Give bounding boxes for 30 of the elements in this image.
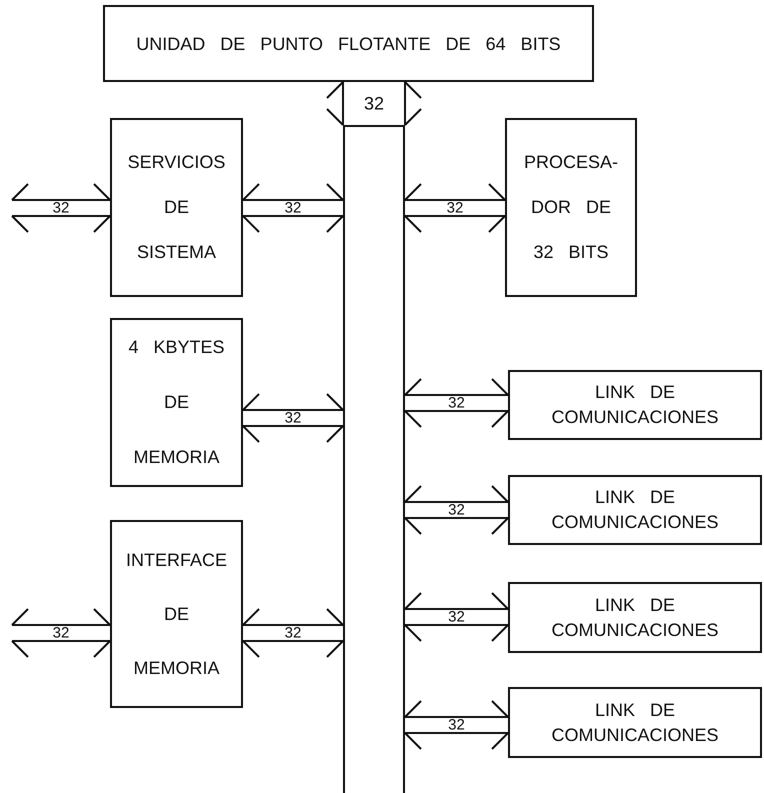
- edge-label: 32: [284, 200, 302, 216]
- block-label: SERVICIOS DE SISTEMA: [126, 151, 226, 264]
- block-box: [508, 687, 762, 758]
- bus-bar: [343, 125, 405, 793]
- block-label: LINK DE COMUNICACIONES: [550, 698, 720, 746]
- edge-label: 32: [364, 96, 384, 111]
- block-label: PROCESA- DOR DE 32 BITS: [522, 151, 620, 264]
- edge-label: 32: [448, 610, 465, 624]
- block-label: LINK DE COMUNICACIONES: [550, 594, 720, 642]
- block-box: [110, 318, 243, 487]
- block-label: LINK DE COMUNICACIONES: [550, 381, 720, 429]
- block-box: [110, 520, 243, 708]
- edge-label: 32: [448, 718, 465, 732]
- edge-label: 32: [448, 396, 465, 410]
- block-label: UNIDAD DE PUNTO FLOTANTE DE 64 BITS: [135, 34, 562, 54]
- block-box: [508, 582, 762, 653]
- block-label: 4 KBYTES DE MEMORIA: [127, 336, 226, 469]
- block-box: [103, 5, 594, 82]
- edge-label: 32: [284, 410, 302, 426]
- block-box: [508, 475, 762, 545]
- block-label: INTERFACE DE MEMORIA: [124, 549, 228, 680]
- block-box: [110, 118, 243, 297]
- block-label: LINK DE COMUNICACIONES: [550, 486, 720, 534]
- edge-label: 32: [446, 200, 464, 216]
- edge-label: 32: [448, 502, 465, 518]
- block-box: [508, 370, 762, 440]
- edge-label: 32: [52, 200, 70, 216]
- edge-label: 32: [52, 626, 70, 640]
- block-box: [505, 118, 637, 297]
- edge-label: 32: [284, 626, 302, 640]
